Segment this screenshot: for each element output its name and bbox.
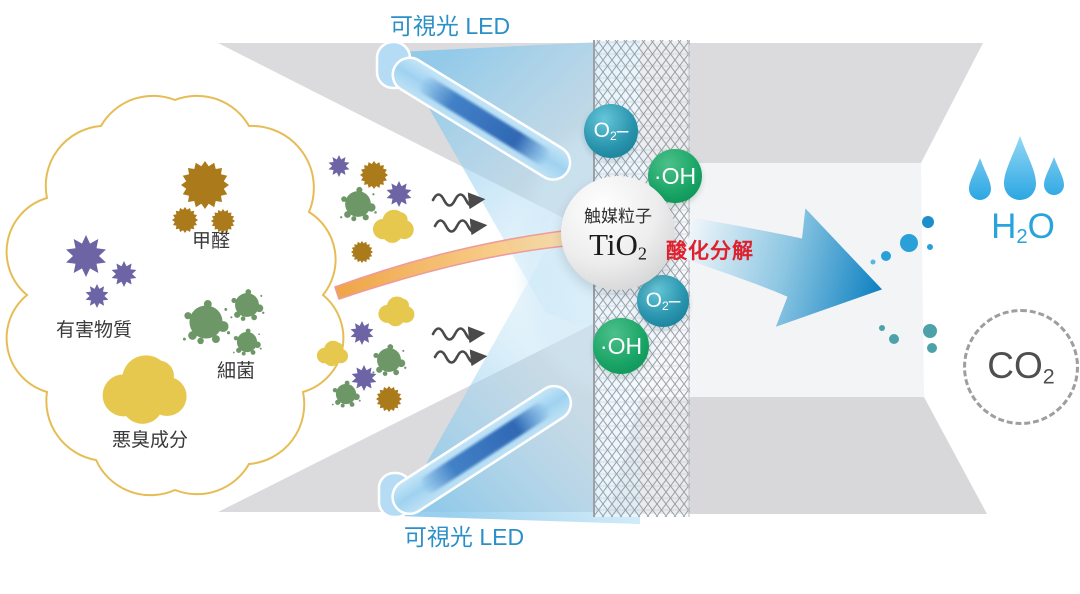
- catalyst-particle: 触媒粒子 TiO2: [561, 176, 675, 290]
- led-label-top: 可視光 LED: [389, 12, 511, 39]
- led-tube-top: [375, 40, 572, 181]
- hydroxyl-badge-bottom: ·OH: [593, 318, 649, 374]
- water-drop-icon: [969, 136, 1064, 200]
- pollutant-cloud-outline: [5, 94, 345, 497]
- led-tube-bottom: [377, 384, 573, 519]
- oxidative-decomposition-label: 酸化分解: [666, 239, 754, 263]
- led-label-bottom: 可視光 LED: [403, 523, 525, 550]
- decomposition-arrow: [683, 208, 883, 327]
- superoxide-badge-top: O2–: [584, 104, 638, 158]
- pollutant-particles: [66, 155, 415, 424]
- catalyst-formula: TiO2: [589, 226, 647, 264]
- formaldehyde-label: 甲醛: [191, 231, 231, 253]
- h2o-label: H2O: [991, 206, 1055, 248]
- co2-badge: CO2: [963, 309, 1079, 425]
- odor-components-label: 悪臭成分: [111, 430, 189, 452]
- superoxide-badge-bottom: O2–: [637, 275, 689, 327]
- harmful-substances-label: 有害物質: [55, 320, 133, 342]
- catalyst-name: 触媒粒子: [584, 206, 652, 226]
- bacteria-label: 細菌: [216, 361, 256, 383]
- decomposed-dots: [870, 216, 937, 353]
- airflow-wavy-arrows: [431, 192, 488, 367]
